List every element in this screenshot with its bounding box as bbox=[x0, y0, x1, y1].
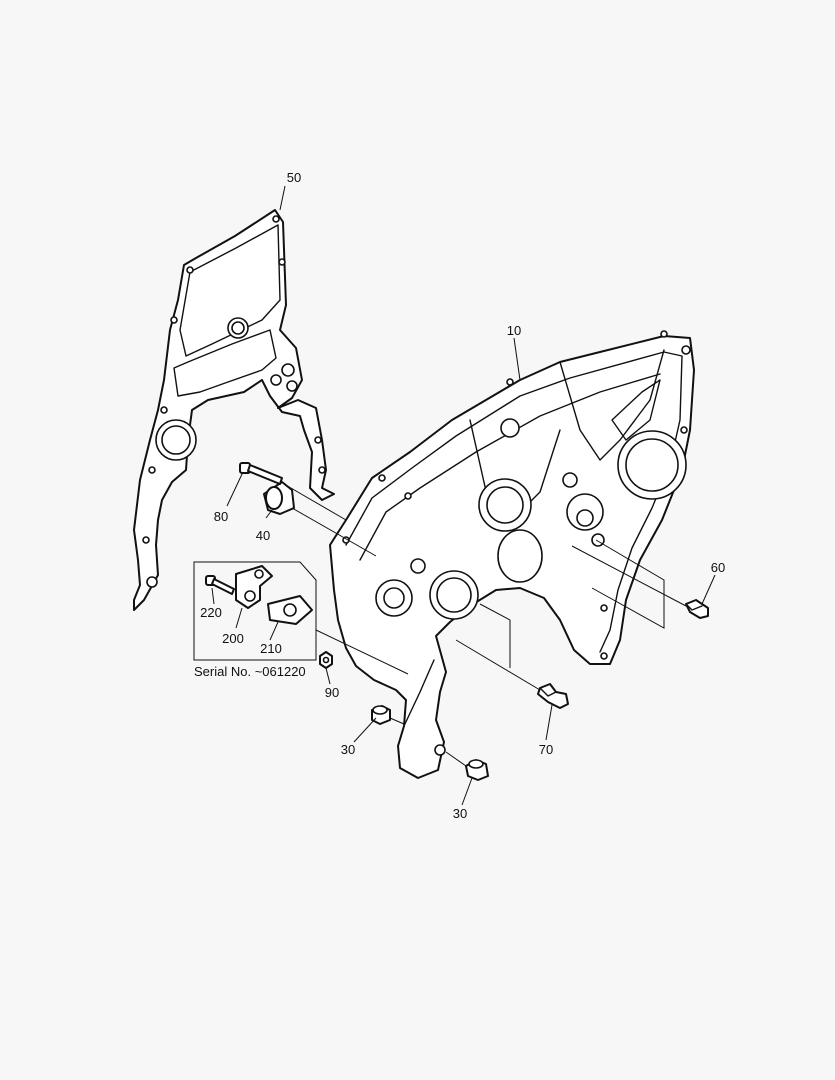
plate-210 bbox=[267, 595, 313, 625]
callout-200: 200 bbox=[222, 631, 244, 646]
spacer-30-left bbox=[371, 705, 391, 725]
callout-50: 50 bbox=[287, 170, 301, 185]
leader-lines bbox=[211, 185, 716, 806]
callout-210: 210 bbox=[260, 641, 282, 656]
bolt-80 bbox=[239, 462, 283, 485]
spacer-30-right bbox=[465, 759, 489, 781]
gasket-50 bbox=[133, 209, 335, 611]
callout-80: 80 bbox=[214, 509, 228, 524]
callout-60: 60 bbox=[711, 560, 725, 575]
bolt-220 bbox=[205, 575, 235, 595]
nut-90 bbox=[319, 651, 333, 669]
bolt-60 bbox=[685, 599, 709, 619]
front-housing-10 bbox=[329, 330, 695, 779]
serial-inset bbox=[193, 561, 317, 661]
callout-40: 40 bbox=[256, 528, 270, 543]
callout-10: 10 bbox=[507, 323, 521, 338]
callout-30-left: 30 bbox=[341, 742, 355, 757]
bushing-40 bbox=[263, 481, 295, 515]
serial-note: Serial No. ~061220 bbox=[194, 664, 306, 679]
callout-70: 70 bbox=[539, 742, 553, 757]
bolt-70 bbox=[537, 683, 569, 709]
callout-90: 90 bbox=[325, 685, 339, 700]
bracket-200 bbox=[235, 565, 273, 609]
callout-30-right: 30 bbox=[453, 806, 467, 821]
callout-labels: 50 10 80 40 60 220 200 210 Serial No. ~0… bbox=[194, 170, 725, 821]
callout-220: 220 bbox=[200, 605, 222, 620]
